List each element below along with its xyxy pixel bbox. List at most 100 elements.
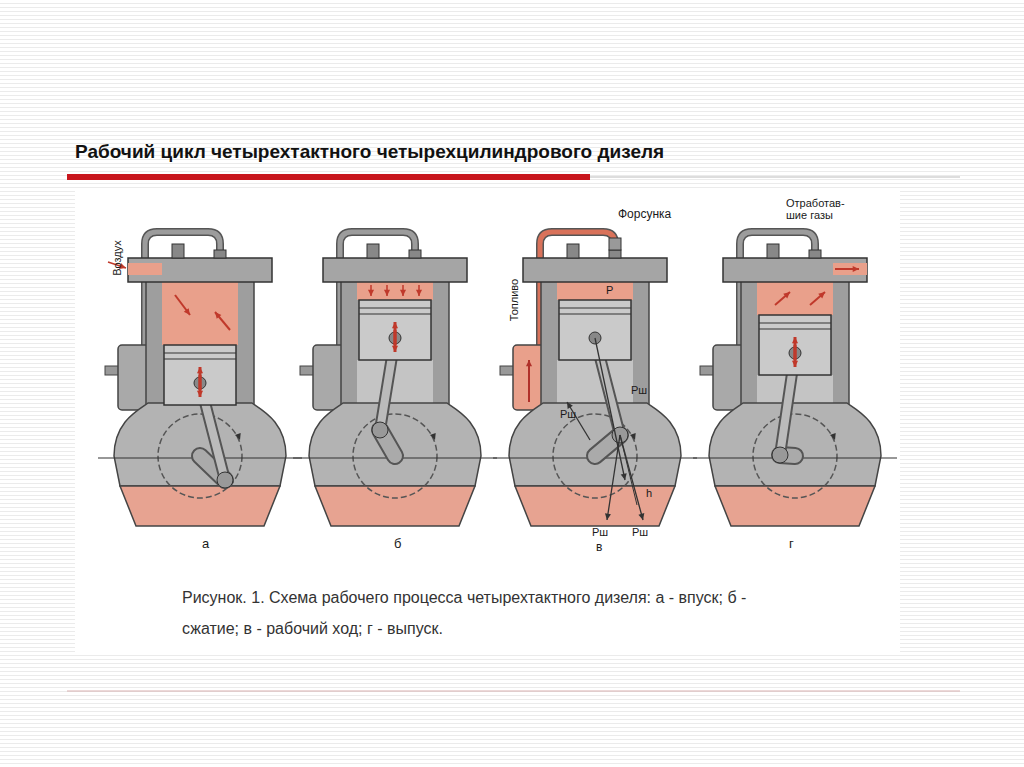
engine-part	[809, 250, 821, 258]
engine-part	[146, 280, 254, 405]
engine-part	[300, 366, 314, 375]
stroke-letter: в	[596, 541, 602, 554]
engine-part	[158, 414, 242, 498]
engine-part	[341, 280, 449, 405]
engine-part	[372, 422, 388, 438]
part-label: Отработав- шие газы	[786, 197, 856, 221]
engine-part	[384, 290, 390, 296]
engine-part	[500, 366, 514, 375]
engine-part	[541, 280, 649, 405]
engine-part	[323, 258, 467, 282]
engine-part	[759, 329, 831, 330]
engine-part	[315, 486, 475, 526]
engine-part	[509, 403, 681, 486]
engine-part	[367, 244, 379, 258]
engine-part	[523, 258, 667, 282]
stroke-letter: г	[789, 537, 794, 551]
engine-part	[114, 403, 286, 486]
engine-part	[595, 338, 625, 480]
title-bar	[67, 174, 590, 180]
engine-part	[430, 433, 436, 440]
slide-title: Рабочий цикл четырехтактного четырехцили…	[75, 141, 664, 163]
engine-part	[753, 414, 837, 498]
engine-part	[368, 290, 374, 296]
engine-part	[810, 292, 825, 305]
engine-part	[772, 447, 788, 463]
engine-part	[830, 433, 836, 440]
dimension-label: h	[646, 487, 652, 499]
force-label: P	[606, 284, 613, 296]
engine-part	[357, 282, 433, 300]
footer-rule	[67, 691, 960, 692]
engine-part	[709, 403, 881, 486]
engine-part	[120, 486, 280, 526]
engine-part	[609, 238, 621, 250]
engine-part	[235, 433, 241, 440]
engine-part	[215, 312, 230, 330]
engine-part	[128, 263, 162, 275]
engine-part	[197, 391, 203, 397]
engine-part	[128, 258, 272, 282]
engine-part	[567, 244, 579, 258]
engine-part	[309, 403, 481, 486]
engines	[98, 232, 897, 526]
engine-part	[792, 361, 798, 367]
stroke-letter: б	[394, 537, 401, 551]
engine-part	[567, 402, 590, 440]
engine-part	[359, 314, 431, 315]
engine-part	[392, 322, 398, 328]
engine-part	[607, 435, 620, 520]
engine-part	[184, 308, 190, 315]
engine-part	[164, 353, 236, 354]
engine-part	[757, 282, 833, 315]
part-label: Топливо	[508, 279, 520, 321]
engine-part	[214, 250, 226, 258]
engine-part	[700, 366, 714, 375]
engine-part	[553, 414, 637, 498]
engine-part	[515, 486, 675, 526]
part-label: Форсунка	[618, 208, 671, 221]
engine-part	[559, 300, 631, 360]
engine-part	[175, 295, 190, 315]
engine-part	[783, 292, 790, 298]
engine-part	[526, 360, 532, 366]
engine-part	[792, 337, 798, 343]
engine-part	[105, 366, 119, 375]
engine-part	[715, 486, 875, 526]
engine-part	[853, 266, 859, 272]
force-label: Рш	[631, 384, 647, 396]
engine-part	[162, 282, 238, 345]
engine-part	[392, 346, 398, 352]
engine-part	[400, 290, 406, 296]
engine-part	[172, 244, 184, 258]
engine-part	[609, 250, 621, 258]
engine-part	[723, 258, 867, 282]
engine-part	[197, 367, 203, 373]
part-label: Воздух	[111, 240, 123, 276]
figure-caption: Рисунок. 1. Схема рабочего процесса четы…	[182, 582, 802, 644]
stroke-letter: а	[202, 537, 209, 551]
title-rule	[590, 177, 960, 178]
engine-part	[759, 315, 831, 375]
force-label: Рш	[560, 408, 576, 420]
engine-part	[605, 513, 611, 520]
engine-part	[215, 312, 221, 319]
engine-part	[513, 345, 545, 410]
engine-part	[359, 308, 431, 309]
engine-part	[559, 308, 631, 309]
engine-part	[416, 290, 422, 296]
engine-part	[118, 345, 150, 410]
picture-panel	[75, 190, 900, 655]
engine-part	[557, 282, 633, 300]
engine-part	[353, 414, 437, 498]
engine-part	[217, 472, 233, 488]
engine-part	[567, 402, 573, 409]
engine-part	[409, 250, 421, 258]
engine-part	[638, 513, 644, 520]
engine-part	[775, 292, 790, 305]
engine-part	[313, 345, 345, 410]
engine-part	[557, 360, 633, 405]
engine-part	[759, 323, 831, 324]
force-label: Рш	[592, 526, 608, 538]
